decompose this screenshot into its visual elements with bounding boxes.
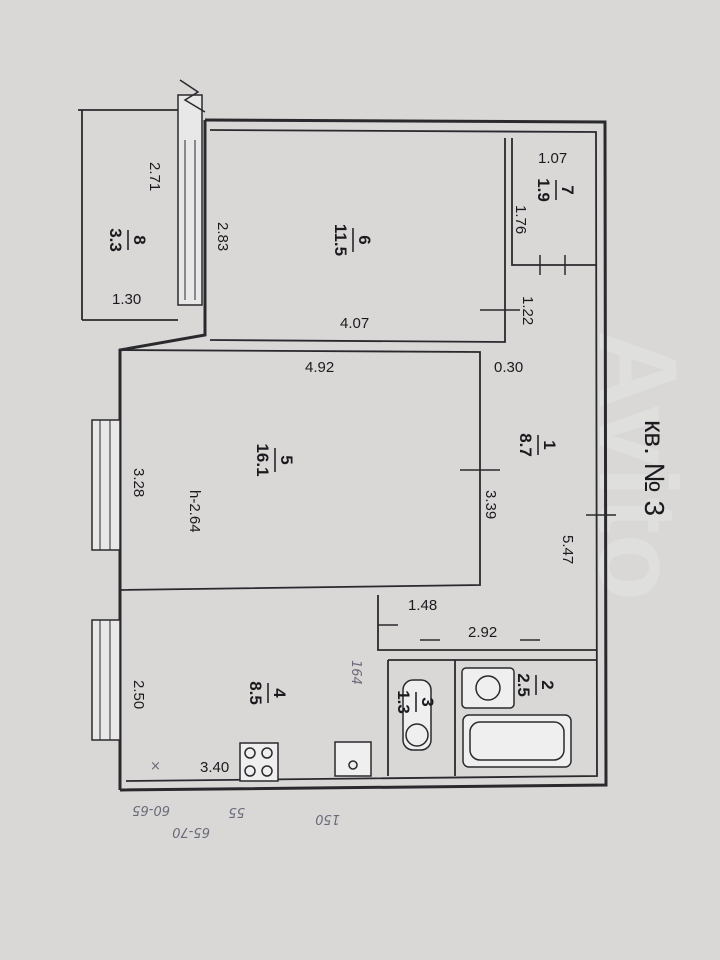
room-area-2: 2.5 <box>514 673 533 697</box>
dim-4-92: 4.92 <box>305 359 334 376</box>
dimension-ticks <box>378 255 616 641</box>
room-label-8: 8 3.3 <box>106 228 149 252</box>
room-area-3: 1.3 <box>394 690 413 714</box>
room-number-2: 2 <box>538 680 557 689</box>
room-label-1: 1 8.7 <box>516 433 559 457</box>
kitchen-sink-icon <box>334 741 372 777</box>
inner-walls <box>119 138 596 776</box>
dim-0-30: 0.30 <box>494 359 523 376</box>
note-55: 55 <box>228 804 245 819</box>
dim-3-28: 3.28 <box>130 468 147 497</box>
dim-1-76: 1.76 <box>512 205 529 234</box>
dim-2-71: 2.71 <box>146 162 163 191</box>
note-65-70: 65-70 <box>172 824 210 839</box>
room-label-7: 7 1.9 <box>534 178 577 202</box>
room-area-1: 8.7 <box>516 433 535 457</box>
dim-1-07: 1.07 <box>538 150 567 167</box>
mark-x: × <box>150 759 161 774</box>
dim-1-48: 1.48 <box>408 597 437 614</box>
room-number-8: 8 <box>130 235 149 244</box>
dim-2-50: 2.50 <box>130 680 147 709</box>
handwritten-notes: 164 150 55 60-65 65-70 <box>132 660 363 839</box>
dim-4-07: 4.07 <box>340 315 369 332</box>
room-area-7: 1.9 <box>534 178 553 202</box>
room-label-5: 5 16.1 <box>253 443 296 476</box>
room-label-2: 2 2.5 <box>514 673 557 697</box>
stove-icon <box>239 742 279 782</box>
room-area-5: 16.1 <box>253 443 272 476</box>
apartment-title: кв. № 3 <box>639 420 670 516</box>
watermark: Avito <box>576 330 699 601</box>
room-area-8: 3.3 <box>106 228 125 252</box>
toilet-icon <box>402 679 432 751</box>
bathtub <box>462 714 572 768</box>
dim-1-30: 1.30 <box>112 291 141 308</box>
room-number-1: 1 <box>540 440 559 449</box>
room-number-3: 3 <box>418 697 437 706</box>
note-60-65: 60-65 <box>132 802 170 817</box>
room-number-5: 5 <box>277 455 296 464</box>
dimension-labels: 1.07 1.76 2.71 2.83 1.30 4.07 1.22 4.92 … <box>112 150 576 776</box>
room-label-6: 6 11.5 <box>331 224 374 256</box>
room-area-6: 11.5 <box>331 224 350 256</box>
room-number-4: 4 <box>270 688 289 698</box>
room-area-4: 8.5 <box>246 681 265 705</box>
sink-icon <box>461 667 515 709</box>
ceiling-height: h-2.64 <box>186 490 203 533</box>
dim-2-83: 2.83 <box>214 222 231 251</box>
dim-3-40: 3.40 <box>200 759 229 776</box>
note-164: 164 <box>348 660 363 685</box>
outer-walls <box>78 109 608 792</box>
dim-3-39: 3.39 <box>482 490 499 519</box>
room-number-6: 6 <box>355 235 374 244</box>
room-label-3: 3 1.3 <box>394 690 437 714</box>
note-150: 150 <box>315 811 340 826</box>
room-number-7: 7 <box>558 185 577 194</box>
windows <box>91 79 206 741</box>
dim-1-22: 1.22 <box>519 296 536 325</box>
dim-2-92: 2.92 <box>468 624 497 641</box>
room-label-4: 4 8.5 <box>246 681 289 705</box>
dim-5-47: 5.47 <box>559 535 576 564</box>
